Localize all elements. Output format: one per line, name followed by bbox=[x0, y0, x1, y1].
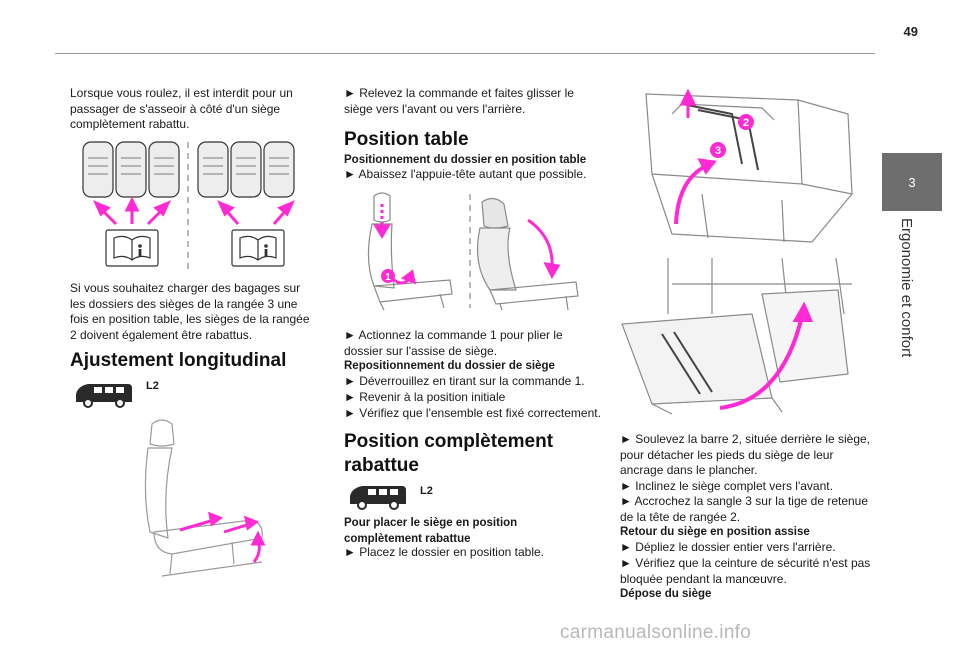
seat-row-illustration bbox=[82, 141, 295, 272]
step-bar-2: ► Soulevez la barre 2, située derrière l… bbox=[620, 432, 871, 477]
sub-folded: Pour placer le siège en position complèt… bbox=[344, 517, 518, 545]
marker-1-label: 1 bbox=[385, 272, 391, 283]
step-strap-3: ► Accrochez la sangle 3 sur la tige de r… bbox=[620, 494, 869, 524]
sub-removal: Dépose du siège bbox=[620, 588, 712, 600]
step-headrest: ► Abaissez l'appuie-tête autant que poss… bbox=[344, 167, 587, 181]
sub-reposition: Repositionnement du dossier de siège bbox=[344, 360, 555, 372]
vehicle-label-l2-2: L2 bbox=[420, 485, 433, 497]
luggage-note: Si vous souhaitez charger des bagages su… bbox=[70, 281, 310, 342]
watermark: carmanualsonline.info bbox=[560, 622, 752, 643]
van-icon-2 bbox=[350, 486, 406, 510]
chapter-label: Ergonomie et confort bbox=[898, 218, 928, 578]
heading-table-position: Position table bbox=[344, 129, 469, 150]
bar-release-illustration: 2 3 bbox=[645, 88, 853, 243]
header-divider bbox=[55, 53, 875, 54]
step-unlock: ► Déverrouillez en tirant sur la command… bbox=[344, 374, 585, 388]
slide-instruction: ► Relevez la commande et faites glisser … bbox=[344, 86, 574, 116]
step-tilt: ► Inclinez le siège complet vers l'avant… bbox=[620, 479, 833, 493]
heading-longitudinal: Ajustement longitudinal bbox=[70, 350, 287, 371]
step-check: ► Vérifiez que l'ensemble est fixé corre… bbox=[344, 406, 601, 420]
step-unfold: ► Dépliez le dossier entier vers l'arriè… bbox=[620, 540, 836, 554]
page-number: 49 bbox=[903, 24, 918, 39]
marker-3-label: 3 bbox=[715, 145, 721, 157]
step-control-1: ► Actionnez la commande 1 pour plier le … bbox=[344, 328, 563, 358]
step-belt: ► Vérifiez que la ceinture de sécurité n… bbox=[620, 556, 871, 586]
chapter-label-text: Ergonomie et confort bbox=[898, 218, 915, 358]
longitudinal-seat-illustration bbox=[144, 419, 266, 577]
heading-folded-2: rabattue bbox=[344, 455, 419, 476]
sub-table-position: Positionnement du dossier en position ta… bbox=[344, 154, 587, 166]
vehicle-label-l2: L2 bbox=[146, 380, 159, 392]
sub-return-seated: Retour du siège en position assise bbox=[620, 526, 810, 538]
van-icon bbox=[76, 384, 132, 408]
chapter-number: 3 bbox=[908, 174, 916, 190]
step-backrest: ► Placez le dossier en position table. bbox=[344, 545, 544, 559]
heading-folded-1: Position complètement bbox=[344, 431, 554, 452]
chapter-tab[interactable]: 3 bbox=[882, 153, 942, 211]
step-return: ► Revenir à la position initiale bbox=[344, 390, 506, 404]
table-position-illustration: 1 bbox=[367, 192, 579, 311]
marker-2-label: 2 bbox=[743, 117, 749, 129]
intro-warning: Lorsque vous roulez, il est interdit pou… bbox=[70, 86, 293, 131]
seat-tilt-illustration bbox=[621, 257, 852, 415]
